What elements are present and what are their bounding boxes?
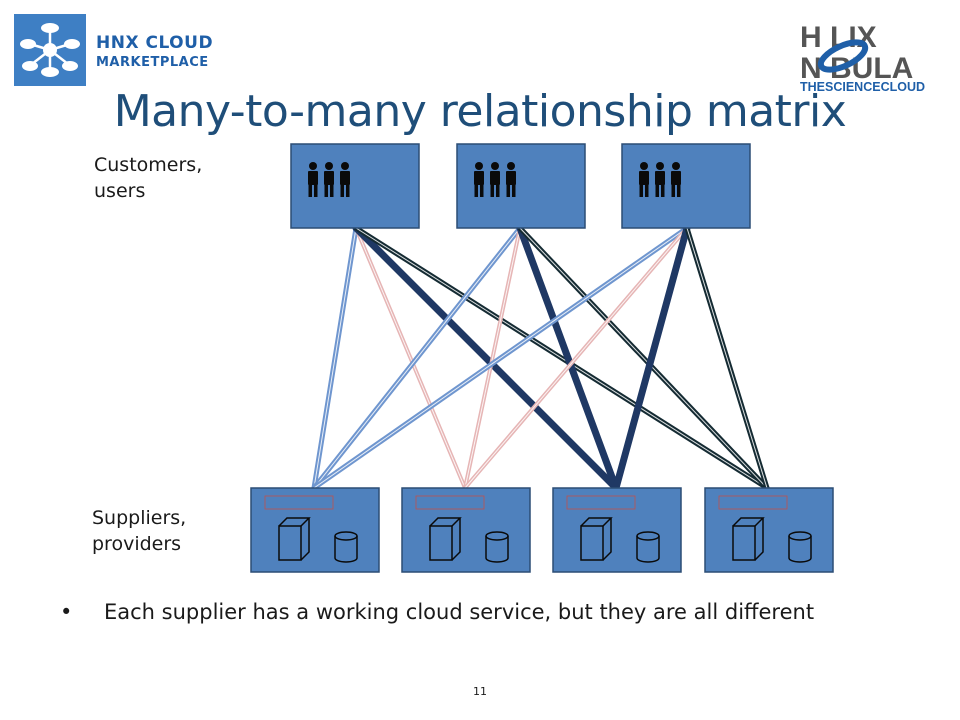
- customers-users-text: Customers, users: [94, 154, 203, 202]
- hnx-logo-tile: [14, 14, 86, 86]
- link-customer-1-supplier-2: [354, 226, 467, 490]
- supplier-tab: [718, 495, 788, 510]
- hnx-cloud-marketplace-logo: HNX CLOUD MARKETPLACE: [14, 14, 214, 86]
- link-customer-2-supplier-3: [516, 224, 620, 492]
- links-layer: [311, 224, 770, 492]
- hnx-logo-line2: MARKETPLACE: [96, 55, 209, 70]
- bullet-dot-icon: •: [60, 600, 73, 624]
- link-customer-1-supplier-1: [311, 225, 359, 491]
- slide-title: Many-to-many relationship matrix: [113, 86, 847, 137]
- boxes-layer: [250, 143, 834, 573]
- link-customer-1-supplier-3: [352, 224, 620, 492]
- helix-nebula-logo: H LIX N BULA THESCIENCECLOUD: [796, 14, 946, 94]
- link-customer-3-supplier-3: [612, 224, 691, 492]
- link-customer-2-supplier-4: [517, 225, 770, 491]
- suppliers-providers-text: Suppliers, providers: [92, 507, 187, 555]
- customer-box-3: [621, 143, 751, 229]
- helix-nebula-logo-mark: H LIX N BULA THESCIENCECLOUD: [800, 21, 925, 94]
- link-customer-1-supplier-4: [353, 225, 770, 491]
- customers-users-label: Customers, users: [94, 152, 224, 204]
- database-icon: [334, 531, 358, 563]
- page-number: 11: [473, 685, 487, 698]
- people-group-icon: [308, 162, 350, 197]
- database-icon: [636, 531, 660, 563]
- people-group-icon: [474, 162, 516, 197]
- bullet-text: Each supplier has a working cloud servic…: [104, 600, 815, 624]
- database-icon: [485, 531, 509, 563]
- helix-orbit-icon: [817, 39, 869, 73]
- supplier-box-1: [250, 487, 380, 573]
- server-box-icon: [429, 517, 462, 561]
- supplier-box-3: [552, 487, 682, 573]
- server-box-icon: [732, 517, 765, 561]
- customer-box-1: [290, 143, 420, 229]
- helix-logo-bottom: THESCIENCECLOUD: [800, 80, 925, 94]
- link-customer-3-supplier-1: [311, 225, 690, 491]
- server-box-icon: [580, 517, 613, 561]
- link-customer-2-supplier-2: [463, 226, 522, 490]
- supplier-box-4: [704, 487, 834, 573]
- link-customer-3-supplier-2: [463, 226, 689, 490]
- link-customer-2-supplier-1: [311, 225, 523, 491]
- hnx-logo-text: HNX CLOUD MARKETPLACE: [96, 34, 213, 72]
- supplier-tab: [566, 495, 636, 510]
- server-box-icon: [278, 517, 311, 561]
- supplier-box-2: [401, 487, 531, 573]
- supplier-tab: [264, 495, 334, 510]
- suppliers-providers-label: Suppliers, providers: [92, 505, 212, 557]
- link-customer-3-supplier-4: [684, 225, 770, 491]
- hnx-logo-line1: HNX CLOUD: [96, 33, 214, 53]
- database-icon: [788, 531, 812, 563]
- people-group-icon: [639, 162, 681, 197]
- customer-box-2: [456, 143, 586, 229]
- supplier-tab: [415, 495, 485, 510]
- cloud-network-icon: [20, 23, 80, 77]
